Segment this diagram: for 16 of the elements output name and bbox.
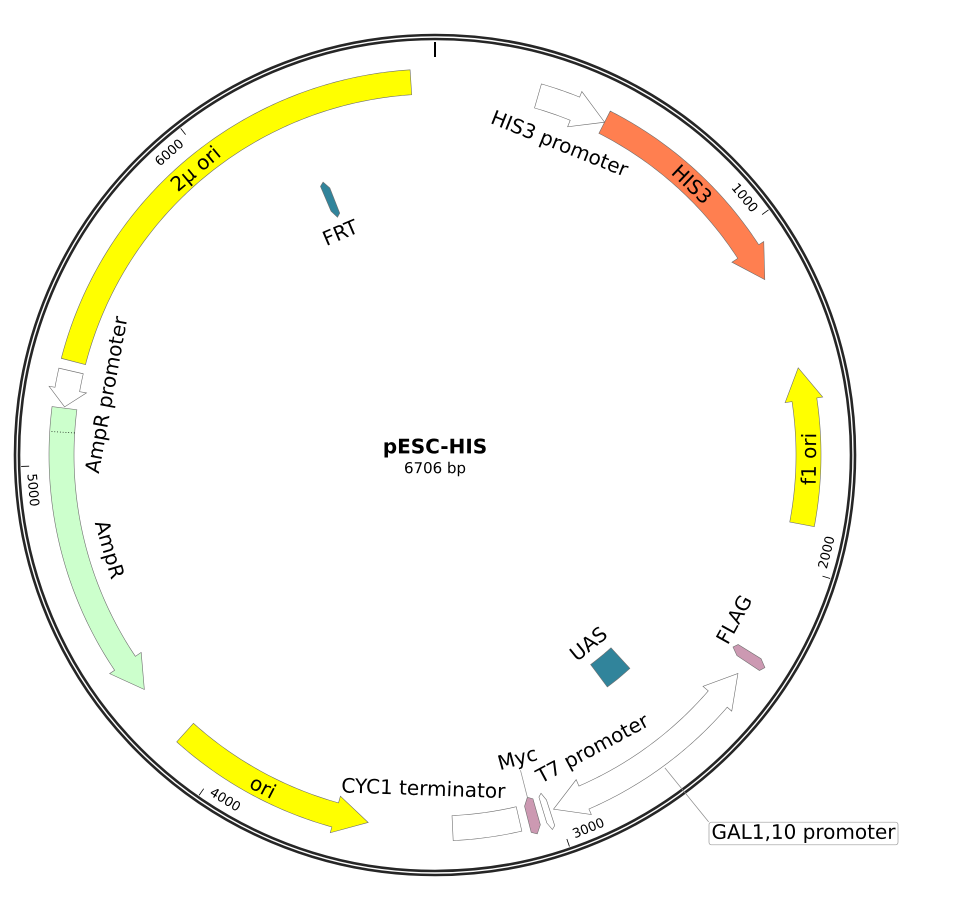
leader-line — [664, 768, 709, 822]
tick-label: 3000 — [572, 818, 604, 838]
feature-label: ori — [250, 779, 277, 798]
feature-label: FRT — [322, 218, 355, 246]
feature-label: f1 ori — [800, 434, 816, 484]
length-label: 6706 bp — [405, 462, 466, 476]
feature-label: UAS — [569, 626, 606, 660]
label-box: GAL1,10 promoter — [708, 822, 898, 846]
tick-label: 4000 — [210, 788, 240, 810]
leader-line — [520, 770, 528, 799]
feature-label: AmpR promoter — [85, 316, 127, 474]
tick-label: 2000 — [818, 536, 834, 568]
plasmid-name: pESC-HIS — [384, 438, 486, 458]
feature-label: AmpR — [94, 522, 124, 580]
feature-label: CYC1 terminator — [342, 778, 506, 798]
feature-marker — [524, 796, 541, 834]
